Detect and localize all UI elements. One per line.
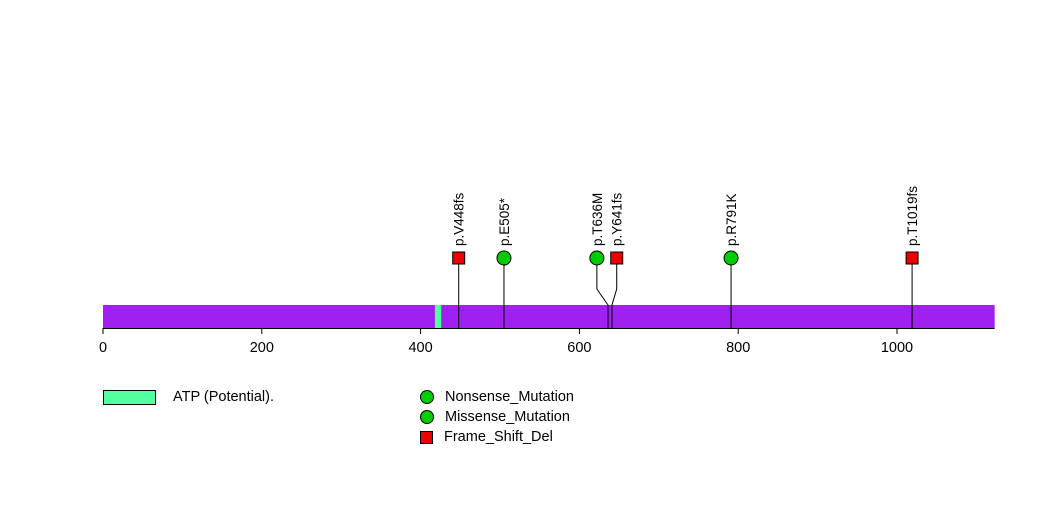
axis-tick-label: 200 — [250, 340, 274, 356]
legend-domain-item: ATP (Potential). — [103, 389, 274, 405]
square-marker-icon — [420, 430, 433, 444]
legend-item-label: Nonsense_Mutation — [445, 389, 574, 405]
mutation-marker-circle — [723, 250, 739, 266]
lollipop-stick — [596, 258, 609, 328]
legend-item-missense_mutation: Missense_Mutation — [420, 407, 574, 427]
mutation-label: p.R791K — [724, 193, 739, 246]
axis-tick-label: 400 — [408, 340, 432, 356]
domain-swatch-icon — [103, 389, 156, 405]
circle-marker-icon — [420, 410, 434, 424]
mutation-label: p.T636M — [590, 193, 605, 246]
axis-tick-label: 600 — [567, 340, 591, 356]
mutation-label: p.V448fs — [452, 192, 467, 246]
domain-region — [434, 305, 442, 328]
domain-legend-label: ATP (Potential). — [173, 389, 275, 405]
legend-item-frame_shift_del: Frame_Shift_Del — [420, 427, 574, 447]
mutation-marker-square — [610, 251, 624, 265]
legend-item-label: Frame_Shift_Del — [444, 429, 553, 445]
legend-item-label: Missense_Mutation — [445, 409, 570, 425]
legend-item-nonsense_mutation: Nonsense_Mutation — [420, 387, 574, 407]
mutation-marker-circle — [496, 250, 512, 266]
lollipop-stick — [611, 258, 618, 328]
axis-tick-label: 1000 — [881, 340, 913, 356]
protein-backbone — [103, 305, 995, 328]
axis-tick-label: 0 — [99, 340, 107, 356]
mutation-marker-square — [905, 251, 919, 265]
mutation-marker-square — [452, 251, 466, 265]
mutation-marker-circle — [589, 250, 605, 266]
axis-tick-label: 800 — [726, 340, 750, 356]
mutation-label: p.Y641fs — [610, 192, 625, 246]
mutation-label: p.T1019fs — [905, 186, 920, 246]
circle-marker-icon — [420, 390, 434, 404]
mutation-label: p.E505* — [497, 197, 512, 246]
